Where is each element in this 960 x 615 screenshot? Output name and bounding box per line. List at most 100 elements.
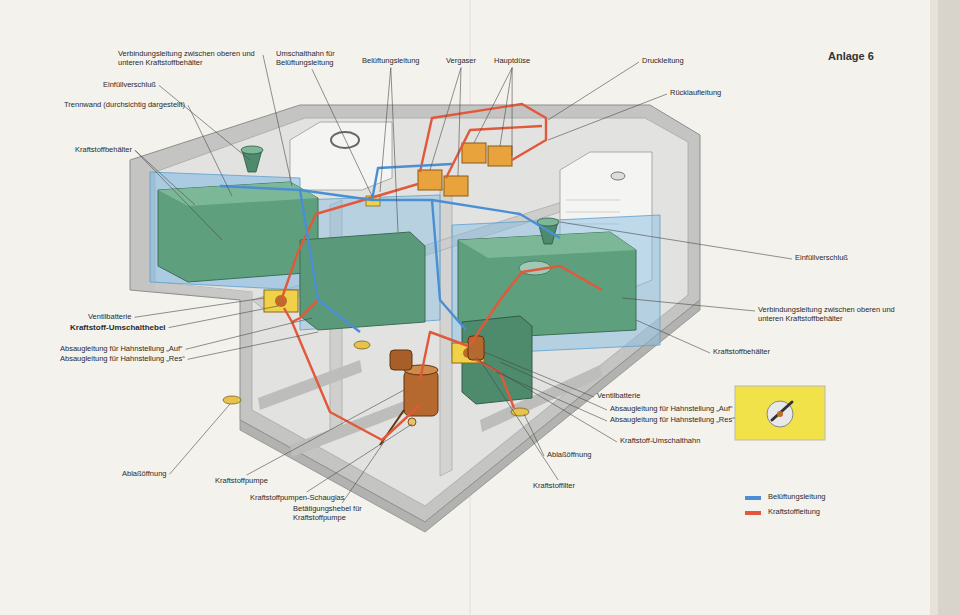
callout-label: Einfüllverschluß bbox=[795, 254, 848, 263]
legend-swatch bbox=[745, 496, 761, 500]
fuel-lines-part bbox=[476, 360, 514, 408]
callout-label: Kraftstoff-Umschalthahn bbox=[620, 437, 700, 446]
callout-label: Ventilbatterie bbox=[88, 313, 131, 322]
drain-openings-part bbox=[223, 396, 241, 404]
fuel-lines-part bbox=[284, 308, 420, 440]
fuel-lines-part bbox=[292, 300, 318, 322]
leader-line bbox=[307, 424, 412, 492]
leader-line bbox=[500, 68, 512, 146]
page-title: Anlage 6 bbox=[828, 50, 874, 62]
carburettors-part bbox=[462, 143, 486, 163]
callout-label: Einfüllverschluß bbox=[103, 81, 156, 90]
hull-part bbox=[440, 186, 452, 476]
detail-inset-part bbox=[772, 402, 792, 420]
vent-lines-part bbox=[300, 190, 360, 332]
leader-line bbox=[480, 360, 558, 480]
leader-line bbox=[500, 362, 607, 410]
callout-label: Absaugleitung für Hahnstellung „Auf“ bbox=[610, 405, 733, 414]
leader-line bbox=[135, 150, 222, 240]
drain-openings-part bbox=[511, 408, 529, 416]
leader-line bbox=[263, 55, 292, 186]
leader-line bbox=[188, 332, 318, 359]
vent-lines-part bbox=[372, 164, 452, 200]
callout-label: Kraftstoff-Umschalthebel bbox=[70, 323, 166, 332]
valves-and-pump-part bbox=[264, 290, 298, 312]
callout-label: Absaugleitung für Hahnstellung „Auf“ bbox=[60, 345, 183, 354]
leader-line bbox=[135, 150, 195, 205]
vent-lines bbox=[220, 164, 560, 332]
callout-label: Kraftstoffilter bbox=[533, 482, 575, 491]
carburettors-part bbox=[444, 176, 468, 196]
callout-label: Rücklaufleitung bbox=[670, 89, 721, 98]
leader-line bbox=[169, 404, 230, 474]
detail-inset-part bbox=[767, 401, 793, 427]
leader-line bbox=[622, 298, 755, 311]
leader-line bbox=[496, 372, 607, 421]
fuel-tanks-part bbox=[462, 316, 532, 404]
fuel-lines-part bbox=[470, 266, 602, 345]
leader-line bbox=[134, 298, 264, 317]
leader-line bbox=[484, 352, 594, 397]
fuel-lines-part bbox=[420, 104, 546, 172]
leader-line bbox=[458, 68, 461, 176]
valves-and-pump-part bbox=[468, 336, 484, 360]
leader-line bbox=[188, 105, 232, 196]
transparent-partitions bbox=[150, 172, 660, 355]
callout-label: Ablaßöffnung bbox=[547, 451, 591, 460]
leader-line bbox=[636, 320, 710, 353]
callout-label: Absaugleitung für Hahnstellung „Res“ bbox=[60, 355, 185, 364]
callout-label: Umschalthahn für Belüftungsleitung bbox=[276, 50, 348, 67]
drain-openings bbox=[223, 341, 529, 416]
vent-lines-part bbox=[432, 200, 466, 330]
callout-label: Betätigungshebel für Kraftstoffpumpe bbox=[293, 505, 375, 522]
transparent-partitions-part bbox=[300, 195, 440, 330]
leader-line bbox=[169, 306, 278, 328]
leader-line bbox=[512, 68, 513, 156]
leader-line bbox=[548, 62, 639, 120]
detail-inset bbox=[735, 386, 825, 440]
engine-blocks-part bbox=[611, 172, 625, 180]
hull-part bbox=[130, 105, 700, 522]
leader-line bbox=[380, 68, 391, 192]
detail-inset-part bbox=[735, 386, 825, 440]
leader-line bbox=[474, 68, 512, 143]
carburettors bbox=[366, 143, 512, 206]
detail-inset-part bbox=[777, 411, 783, 417]
leader-line bbox=[159, 85, 250, 160]
callout-label: Kraftstoffpumpe bbox=[215, 477, 268, 486]
leader-line bbox=[342, 442, 384, 503]
fuel-tanks-part bbox=[300, 232, 425, 330]
fuel-lines-part bbox=[446, 126, 542, 178]
callout-label: Ablaßöffnung bbox=[122, 470, 166, 479]
leader-line bbox=[312, 69, 372, 196]
valves-and-pump-part bbox=[275, 295, 287, 307]
legend-swatch bbox=[745, 511, 761, 515]
engine-blocks-part bbox=[331, 132, 359, 148]
fuel-lines bbox=[282, 104, 602, 440]
leader-line bbox=[247, 390, 404, 475]
callout-label: Vergaser bbox=[446, 57, 476, 66]
leader-line bbox=[476, 358, 617, 442]
callout-label: Verbindungsleitung zwischen oberen und u… bbox=[758, 306, 900, 323]
callout-label: Belüftungsleitung bbox=[362, 57, 420, 66]
hull bbox=[130, 105, 700, 532]
legend-text: Kraftstoffleitung bbox=[768, 508, 820, 517]
callout-label: Kraftstoffbehälter bbox=[75, 146, 132, 155]
page-spread-part bbox=[930, 0, 938, 615]
fuel-lines-part bbox=[420, 332, 468, 380]
leader-line bbox=[560, 222, 792, 259]
valves-and-pump-part bbox=[390, 350, 412, 370]
drain-openings-part bbox=[354, 341, 370, 349]
leader-line bbox=[391, 68, 398, 232]
callout-label: Kraftstoffbehälter bbox=[713, 348, 770, 357]
callout-label: Druckleitung bbox=[642, 57, 684, 66]
leader-line bbox=[430, 68, 461, 170]
callout-label: Kraftstoffpumpen-Schauglas bbox=[250, 494, 345, 503]
leader-line bbox=[186, 318, 312, 349]
valves-and-pump-part bbox=[408, 418, 416, 426]
fuel-tanks bbox=[158, 146, 636, 404]
vent-lines-part bbox=[220, 186, 560, 238]
